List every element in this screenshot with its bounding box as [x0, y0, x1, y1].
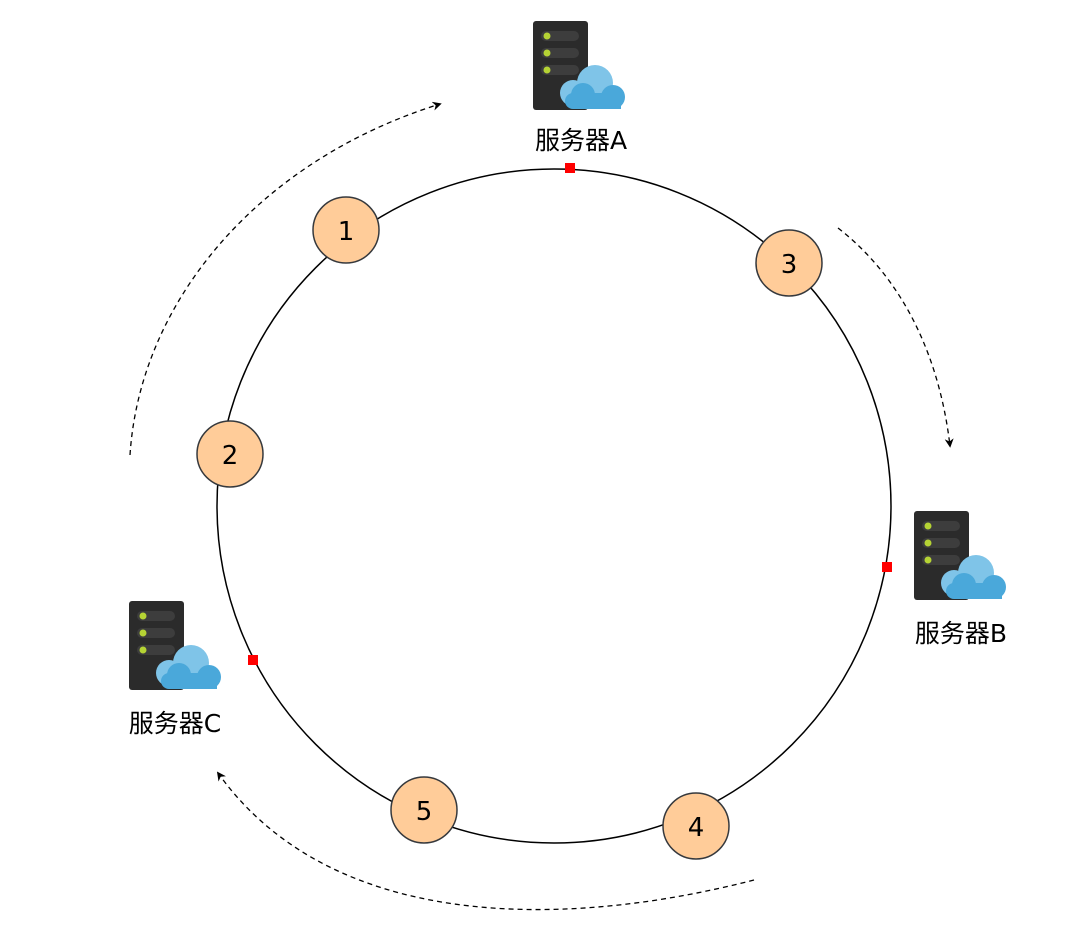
server-c-label: 服务器C [129, 709, 221, 738]
data-node-2-label: 2 [222, 441, 239, 471]
server-b-label: 服务器B [915, 619, 1007, 648]
data-node-1-label: 1 [338, 217, 355, 247]
clockwise-arrow-right [837, 227, 954, 448]
clockwise-arrow-top-left [129, 101, 442, 456]
server-b-ring-marker [882, 562, 892, 572]
data-node-3: 3 [755, 229, 823, 297]
cloud-server-icon [914, 511, 1006, 600]
server-c: 服务器C [129, 601, 221, 738]
hash-ring [216, 168, 892, 844]
data-node-2: 2 [196, 420, 264, 488]
server-c-ring-marker [248, 655, 258, 665]
data-node-1: 1 [312, 196, 380, 264]
server-a-ring-marker [565, 163, 575, 173]
server-a-label: 服务器A [535, 126, 627, 155]
cloud-server-icon [533, 21, 625, 110]
data-node-3-label: 3 [781, 250, 798, 280]
server-a: 服务器A [533, 21, 627, 155]
data-node-5: 5 [390, 776, 458, 844]
clockwise-arrow-bottom [216, 771, 755, 911]
data-node-4-label: 4 [688, 813, 705, 843]
data-node-5-label: 5 [416, 797, 433, 827]
data-node-4: 4 [662, 792, 730, 860]
cloud-server-icon [129, 601, 221, 690]
server-b: 服务器B [914, 511, 1007, 648]
